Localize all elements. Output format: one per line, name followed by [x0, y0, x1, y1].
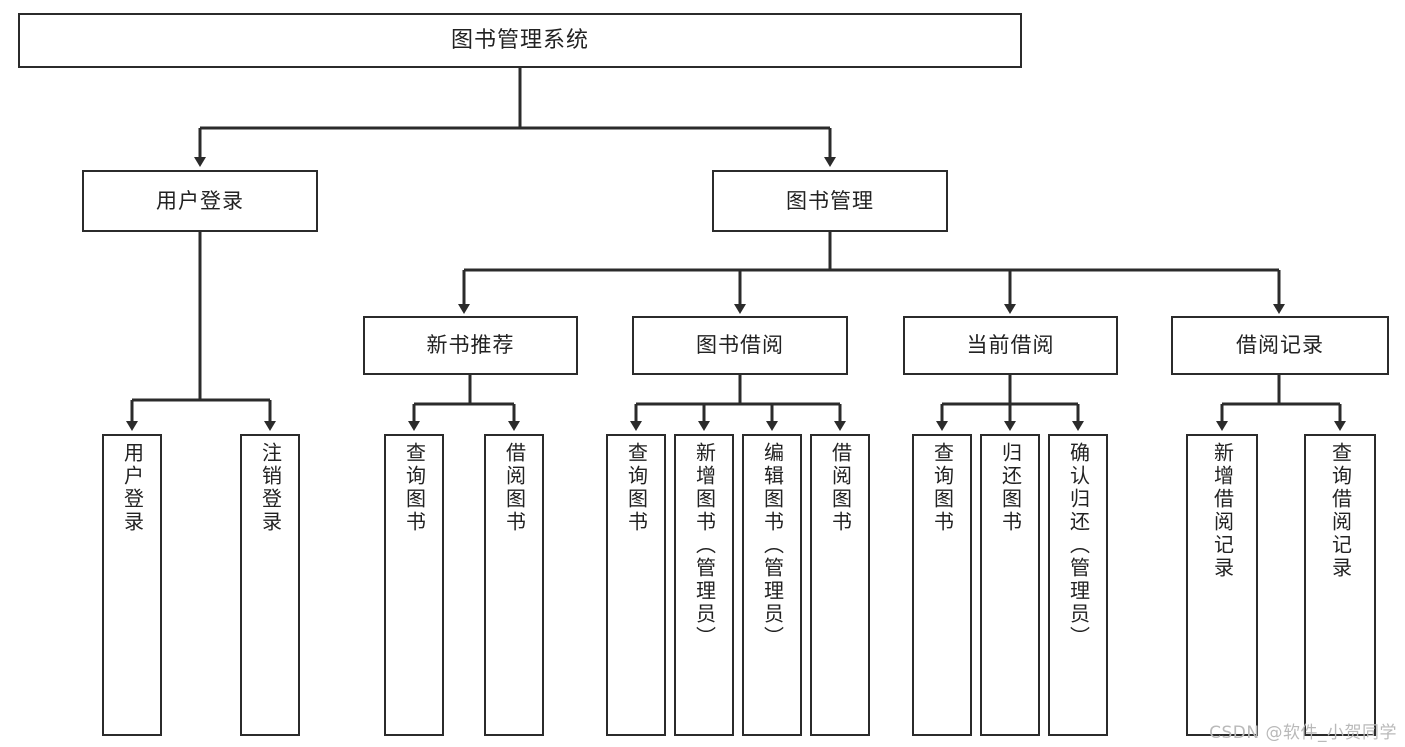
node-user-login-label: 用户登录: [156, 188, 244, 213]
node-leaf-borrow-book-1-label: 借阅图书: [502, 442, 527, 534]
node-leaf-add-book[interactable]: 新增图书（管理员）: [674, 434, 734, 736]
node-leaf-edit-book[interactable]: 编辑图书（管理员）: [742, 434, 802, 736]
node-current-borrow[interactable]: 当前借阅: [903, 316, 1118, 375]
node-leaf-query-book-3[interactable]: 查询图书: [912, 434, 972, 736]
node-leaf-borrow-book-1[interactable]: 借阅图书: [484, 434, 544, 736]
node-leaf-user-login-label: 用户登录: [120, 442, 145, 534]
node-borrow-record-label: 借阅记录: [1236, 333, 1324, 358]
node-leaf-user-login[interactable]: 用户登录: [102, 434, 162, 736]
node-root-label: 图书管理系统: [450, 27, 589, 53]
node-leaf-edit-book-label: 编辑图书（管理员）: [760, 442, 785, 649]
node-new-book-recommend[interactable]: 新书推荐: [363, 316, 578, 375]
node-leaf-query-book-2[interactable]: 查询图书: [606, 434, 666, 736]
node-borrow-record[interactable]: 借阅记录: [1171, 316, 1389, 375]
node-leaf-borrow-book-2[interactable]: 借阅图书: [810, 434, 870, 736]
node-leaf-query-book-2-label: 查询图书: [624, 442, 649, 534]
node-new-book-recommend-label: 新书推荐: [426, 333, 515, 358]
node-leaf-query-book-1-label: 查询图书: [402, 442, 427, 534]
node-leaf-return-book[interactable]: 归还图书: [980, 434, 1040, 736]
node-leaf-return-book-label: 归还图书: [998, 442, 1023, 534]
node-leaf-add-record-label: 新增借阅记录: [1210, 442, 1235, 580]
node-current-borrow-label: 当前借阅: [966, 333, 1055, 358]
node-user-login[interactable]: 用户登录: [82, 170, 318, 232]
node-leaf-add-record[interactable]: 新增借阅记录: [1186, 434, 1258, 736]
node-leaf-query-book-3-label: 查询图书: [930, 442, 955, 534]
node-leaf-borrow-book-2-label: 借阅图书: [828, 442, 853, 534]
node-leaf-add-book-label: 新增图书（管理员）: [692, 442, 717, 649]
node-book-borrow[interactable]: 图书借阅: [632, 316, 848, 375]
node-leaf-query-record[interactable]: 查询借阅记录: [1304, 434, 1376, 736]
node-book-management[interactable]: 图书管理: [712, 170, 948, 232]
node-leaf-confirm-return-label: 确认归还（管理员）: [1066, 442, 1091, 649]
node-book-borrow-label: 图书借阅: [696, 333, 784, 358]
node-leaf-query-book-1[interactable]: 查询图书: [384, 434, 444, 736]
node-book-management-label: 图书管理: [786, 188, 874, 213]
node-leaf-query-record-label: 查询借阅记录: [1328, 442, 1353, 580]
node-leaf-confirm-return[interactable]: 确认归还（管理员）: [1048, 434, 1108, 736]
node-leaf-logout-label: 注销登录: [258, 442, 283, 534]
node-leaf-logout[interactable]: 注销登录: [240, 434, 300, 736]
node-root[interactable]: 图书管理系统: [18, 13, 1022, 68]
